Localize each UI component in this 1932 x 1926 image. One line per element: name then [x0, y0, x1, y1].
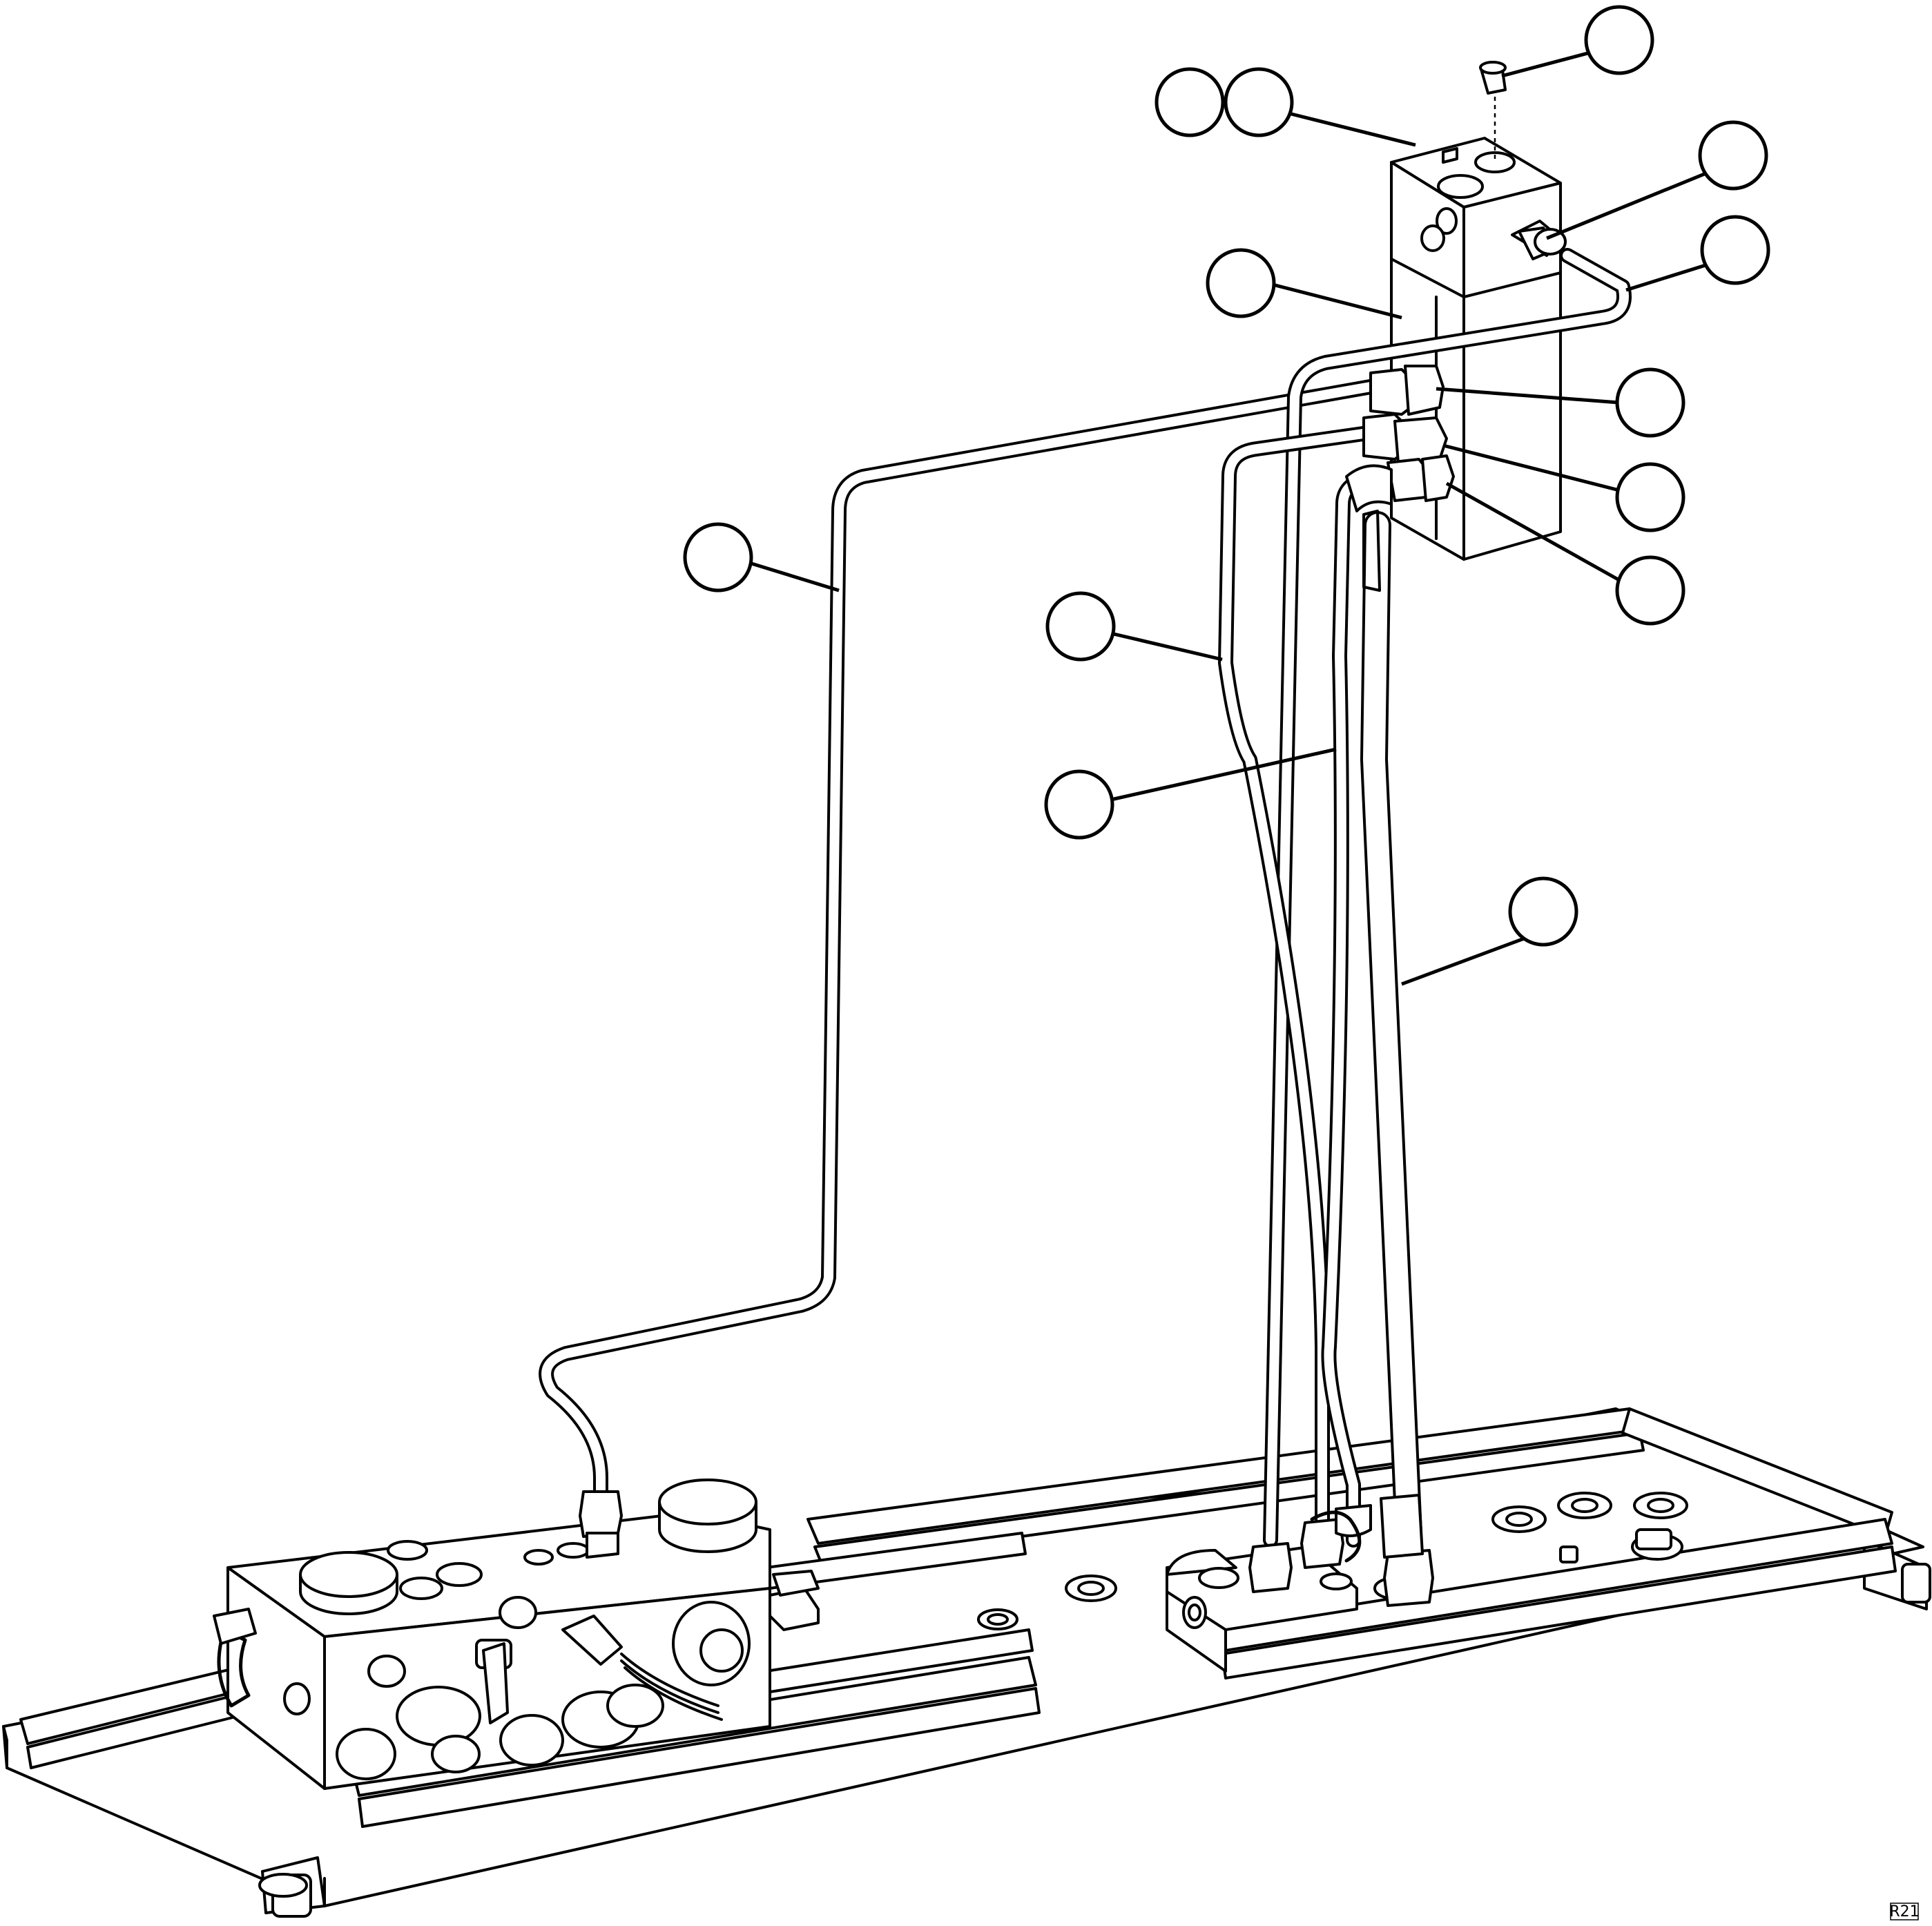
upper-block-fittings — [1345, 365, 1455, 512]
top-plug — [1479, 61, 1507, 162]
callout-balloons — [683, 5, 1770, 986]
callout-balloon — [1698, 120, 1768, 191]
control-valve-block — [213, 1479, 820, 1790]
callout-balloon — [1224, 67, 1294, 137]
callout-balloon — [1155, 67, 1225, 137]
callout-balloon — [1584, 5, 1654, 75]
callout-balloon — [683, 522, 753, 593]
callout-balloon — [1508, 876, 1578, 947]
lower-fittings — [579, 1490, 1434, 1607]
tube-lines — [539, 248, 1632, 1548]
callout-balloon — [1615, 555, 1685, 626]
callout-balloon — [1615, 367, 1685, 438]
callout-balloon — [1206, 248, 1276, 318]
base-frame — [2, 1407, 1931, 1918]
callout-balloon — [1615, 462, 1685, 532]
drawing-reference: R21 — [1889, 1903, 1920, 1920]
callout-balloon — [1044, 769, 1114, 840]
callout-balloon — [1700, 215, 1770, 285]
callout-balloon — [1045, 591, 1116, 662]
reference-code: R21 — [1889, 1903, 1919, 1920]
